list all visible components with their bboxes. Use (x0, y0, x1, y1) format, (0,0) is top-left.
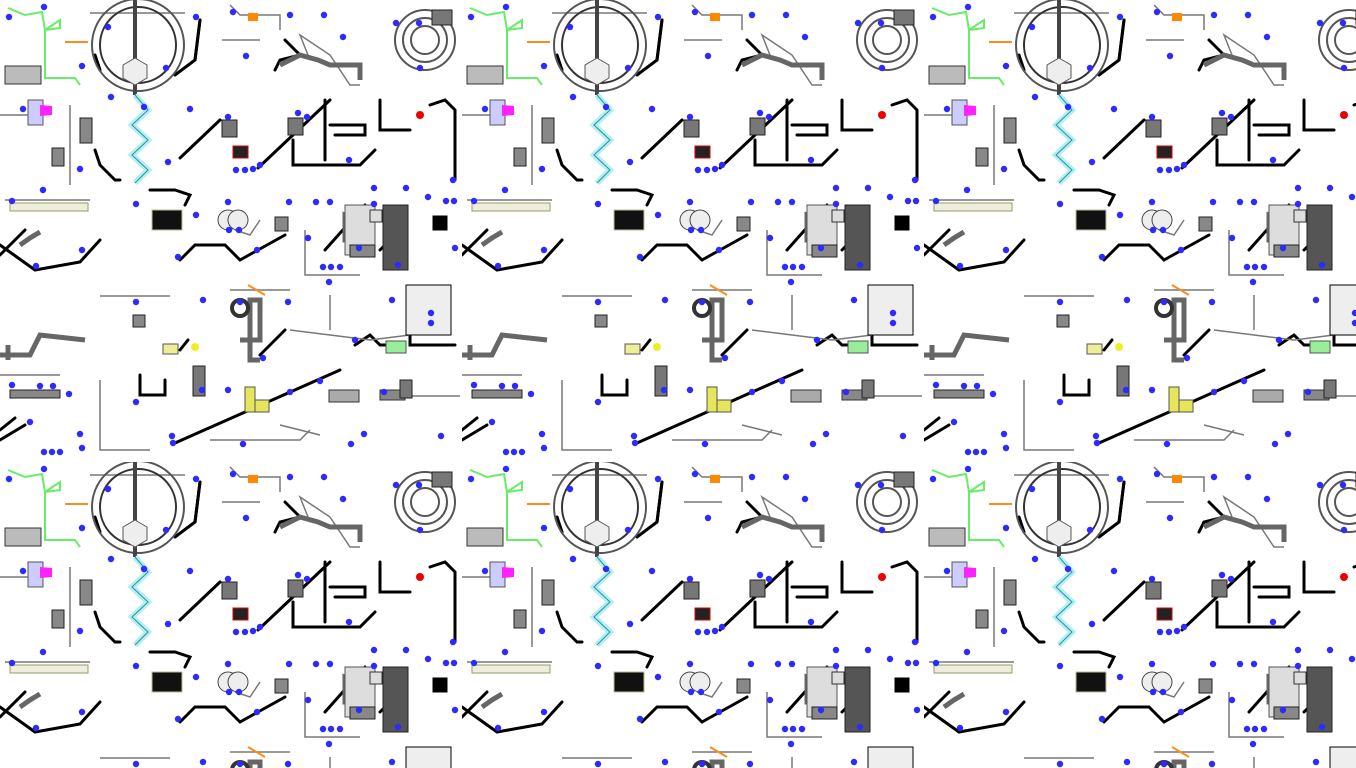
tiled-machine-background (0, 0, 1356, 768)
machine-wallpaper (0, 0, 1356, 768)
machine-pattern-canvas (0, 0, 1356, 768)
